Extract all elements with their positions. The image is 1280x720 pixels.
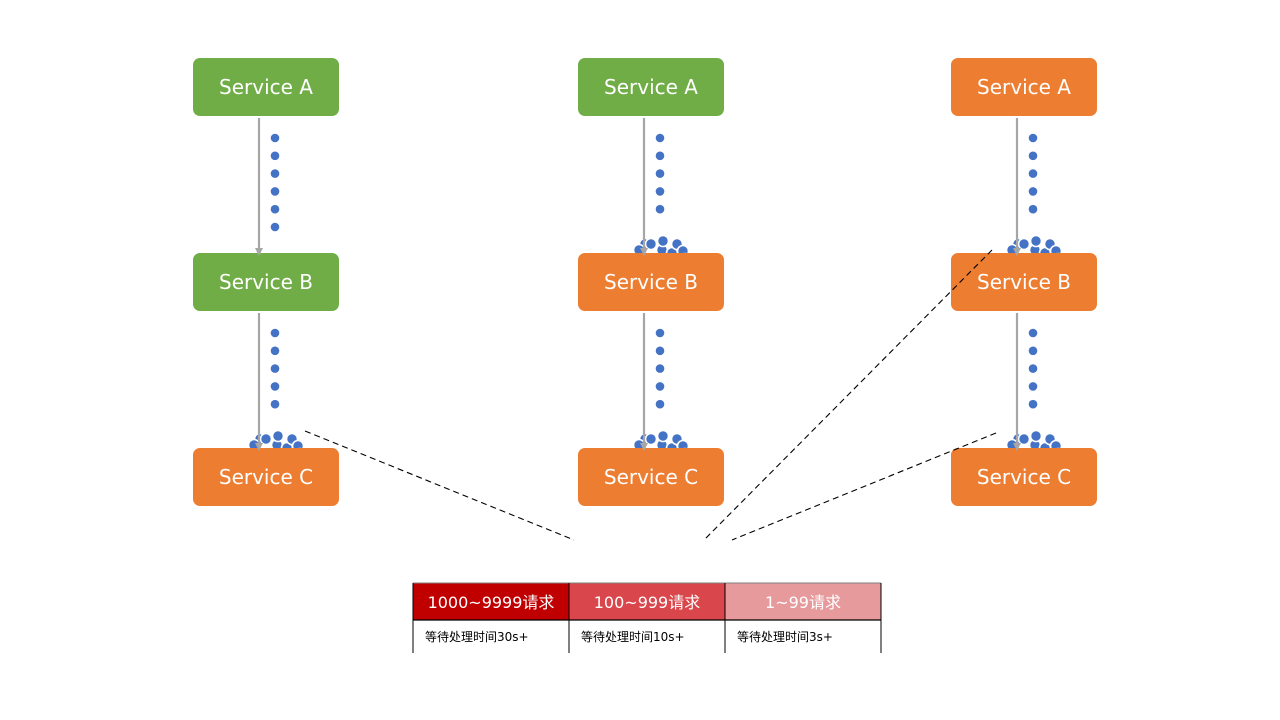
legend-swatch [569, 583, 725, 620]
service-box [193, 253, 339, 311]
service-box [951, 58, 1097, 116]
request-dot [655, 382, 665, 391]
request-dot [270, 133, 280, 143]
request-dot [655, 187, 665, 196]
request-dot [270, 151, 280, 161]
request-dot [1028, 364, 1038, 373]
service-box [193, 448, 339, 506]
request-dot [270, 204, 280, 214]
service-label: Service B [219, 270, 313, 294]
queued-request-dot [644, 432, 658, 446]
callout-line-2 [703, 249, 993, 541]
service-box [578, 58, 724, 116]
queued-request-dot [644, 237, 658, 251]
request-stream-col1-2 [270, 328, 280, 409]
queued-request-dot [1029, 234, 1043, 248]
request-dot [1028, 169, 1038, 178]
service-label: Service A [977, 75, 1071, 99]
queued-request-dot [656, 429, 670, 443]
request-dot [270, 364, 280, 373]
request-dot [1028, 151, 1038, 161]
service-node-col2-service-a: Service A [578, 58, 724, 116]
service-box [951, 253, 1097, 311]
service-box [578, 448, 724, 506]
legend-range-label: 1000~9999请求 [428, 593, 555, 612]
legend-swatch [413, 583, 569, 620]
service-label: Service A [604, 75, 698, 99]
queued-request-dot [1017, 237, 1031, 251]
request-dot [1028, 399, 1038, 409]
legend-borders [412, 582, 882, 653]
service-box [578, 253, 724, 311]
service-box [193, 58, 339, 116]
request-dot [655, 151, 665, 161]
queued-request-dot [259, 432, 273, 446]
request-dot [1028, 382, 1038, 391]
request-dot [270, 346, 280, 356]
request-dot [655, 169, 665, 178]
queued-request-dot [1029, 429, 1043, 443]
request-dot [655, 346, 665, 356]
request-dot [1028, 187, 1038, 196]
request-dot [1028, 204, 1038, 214]
legend-range-label: 100~999请求 [594, 593, 701, 612]
request-dot [655, 364, 665, 373]
request-stream-col3-2 [1028, 328, 1038, 409]
service-node-col3-service-c: Service C [951, 448, 1097, 506]
legend-wait-label: 等待处理时间10s+ [581, 630, 685, 644]
service-node-col3-service-b: Service B [951, 253, 1097, 311]
callout-lines [304, 249, 997, 541]
service-node-col3-service-a: Service A [951, 58, 1097, 116]
callout-line-3 [731, 432, 997, 541]
legend-wait-label: 等待处理时间3s+ [737, 630, 833, 644]
request-dot [1028, 346, 1038, 356]
queued-request-dot [1017, 432, 1031, 446]
service-node-col1-service-a: Service A [193, 58, 339, 116]
service-label: Service B [604, 270, 698, 294]
request-dot [270, 399, 280, 409]
request-stream-col3-1 [1028, 133, 1038, 214]
call-arrows [255, 118, 1021, 451]
queued-request-dot [656, 234, 670, 248]
service-label: Service B [977, 270, 1071, 294]
service-box [951, 448, 1097, 506]
request-stream-col2-1 [655, 133, 665, 214]
request-dot [270, 328, 280, 338]
request-stream-col1-1 [270, 133, 280, 232]
service-node-col1-service-b: Service B [193, 253, 339, 311]
service-label: Service A [219, 75, 313, 99]
request-dot [270, 222, 280, 232]
request-dot [655, 204, 665, 214]
request-dot [1028, 328, 1038, 338]
request-dot [655, 399, 665, 409]
request-dot [1028, 133, 1038, 143]
request-dot [270, 382, 280, 391]
service-label: Service C [219, 465, 313, 489]
legend-swatch [725, 583, 881, 620]
callout-line-1 [304, 430, 575, 541]
legend-table: 1000~9999请求等待处理时间30s+100~999请求等待处理时间10s+… [412, 582, 882, 653]
service-nodes: Service A Service B Service C Service A Serv… [193, 58, 1097, 506]
service-label: Service C [604, 465, 698, 489]
legend-range-label: 1~99请求 [765, 593, 841, 612]
request-streams [270, 133, 1038, 409]
service-node-col2-service-b: Service B [578, 253, 724, 311]
request-dot [655, 328, 665, 338]
request-dot [270, 187, 280, 196]
legend-wait-label: 等待处理时间30s+ [425, 630, 529, 644]
service-node-col2-service-c: Service C [578, 448, 724, 506]
request-dot [655, 133, 665, 143]
service-label: Service C [977, 465, 1071, 489]
queued-request-dot [271, 429, 285, 443]
request-stream-col2-2 [655, 328, 665, 409]
request-dot [270, 169, 280, 178]
service-node-col1-service-c: Service C [193, 448, 339, 506]
